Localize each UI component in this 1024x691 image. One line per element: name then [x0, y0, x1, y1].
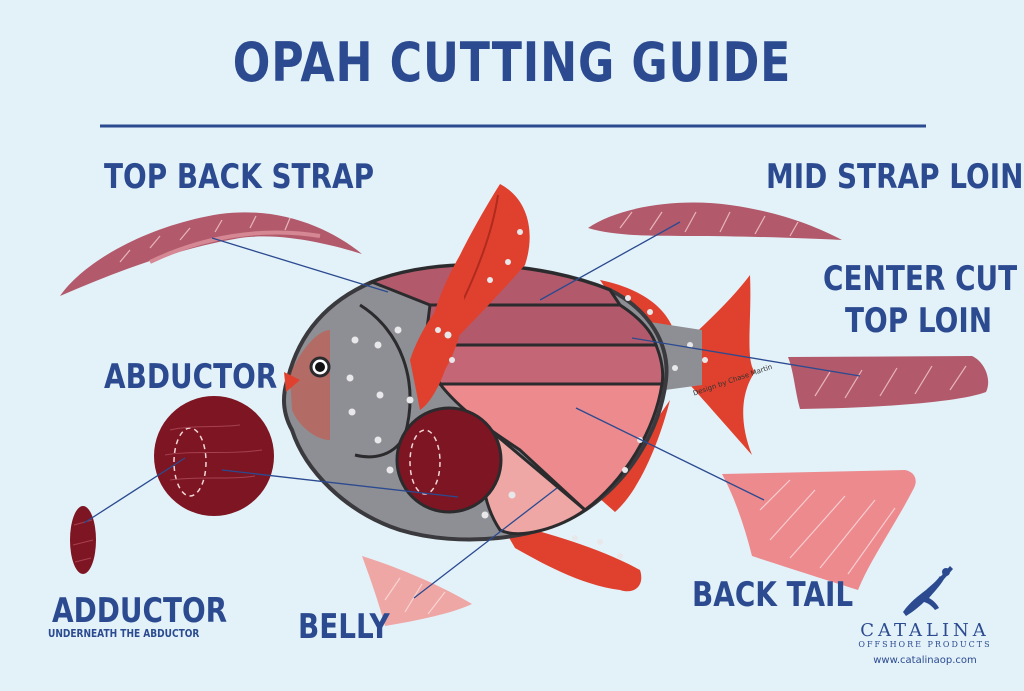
- opah-fish-illustration: [281, 184, 755, 592]
- connector-lines: [83, 221, 861, 599]
- leader-belly: [413, 487, 558, 599]
- diver-icon: [903, 566, 953, 616]
- label-adductor-note: UNDERNEATH THE ABDUCTOR: [48, 627, 200, 640]
- page-title: OPAH CUTTING GUIDE: [232, 31, 792, 94]
- mid-strap-loin-cut: [588, 202, 842, 240]
- brand-website[interactable]: www.catalinaop.com: [873, 655, 977, 666]
- pectoral-fin: [410, 285, 465, 410]
- tail-fin: [690, 275, 755, 455]
- leader-adductor: [83, 457, 186, 524]
- leader-back-tail: [575, 407, 765, 501]
- back-tail-cut: [722, 470, 916, 590]
- label-adductor: ADDUCTOR: [52, 591, 228, 631]
- label-belly: BELLY: [298, 607, 390, 647]
- center-cut-top-loin-section: [422, 343, 665, 386]
- pelvic-fin: [500, 522, 642, 592]
- adductor-cut: [70, 506, 96, 574]
- leader-center-cut-top-loin: [631, 337, 861, 377]
- center-cut-top-loin-cut: [788, 356, 989, 409]
- brand-name: CATALINA: [860, 620, 990, 641]
- label-center-cut-line1: CENTER CUT: [823, 259, 1018, 299]
- label-back-tail: BACK TAIL: [692, 575, 854, 615]
- label-mid-strap-loin: MID STRAP LOIN: [766, 157, 1024, 197]
- label-top-back-strap: TOP BACK STRAP: [104, 157, 375, 197]
- label-center-cut-line2: TOP LOIN: [845, 301, 993, 341]
- belly-cut: [362, 556, 472, 626]
- top-back-strap-cut: [60, 212, 362, 296]
- abductor-cut: [154, 396, 274, 516]
- label-abductor: ABDUCTOR: [104, 357, 278, 397]
- leader-top-back-strap: [211, 237, 389, 293]
- brand-tagline: OFFSHORE PRODUCTS: [858, 640, 992, 649]
- leader-mid-strap-loin: [539, 221, 681, 301]
- leader-abductor: [221, 469, 459, 498]
